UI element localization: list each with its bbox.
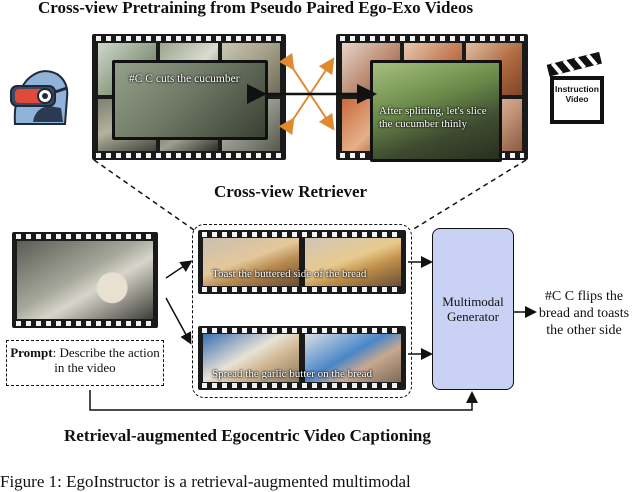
figure-caption: Figure 1: EgoInstructor is a retrieval-a… — [0, 472, 411, 491]
arrow-to-retrieved-2 — [165, 297, 192, 345]
ego-caption: #C C cuts the cucumber — [129, 73, 240, 85]
arrow-to-retrieved-1 — [165, 260, 193, 279]
vr-headset-icon — [5, 58, 77, 130]
prompt-box: Prompt: Describe the action in the video — [6, 340, 164, 386]
generator-label: Multimodal Generator — [442, 294, 504, 324]
prompt-text: : Describe the action in the video — [52, 345, 160, 375]
prompt-label: Prompt — [10, 345, 53, 360]
output-caption: #C C flips the bread and toasts the othe… — [538, 289, 630, 338]
captioning-title: Retrieval-augmented Egocentric Video Cap… — [64, 426, 431, 445]
instruction-video-label: Instruction Video — [555, 84, 599, 104]
retrieved-caption-1: Toast the buttered side of the bread — [212, 268, 367, 280]
prompt-feed-line — [89, 390, 478, 411]
retrieved-videos-box — [192, 224, 412, 398]
dash-right — [411, 159, 527, 231]
exo-caption: After splitting, let's slice the cucumbe… — [379, 105, 487, 130]
query-video-film — [12, 232, 158, 328]
dash-left — [93, 159, 195, 231]
retriever-title: Cross-view Retriever — [214, 182, 368, 201]
retrieved-caption-2: Spread the garlic butter on the bread — [212, 368, 373, 380]
retrieved-clip-2: Spread the garlic butter on the bread — [198, 326, 406, 390]
pretraining-title: Cross-view Pretraining from Pseudo Paire… — [38, 0, 474, 17]
ego-video-film: #C C cuts the cucumber — [92, 34, 286, 160]
multimodal-generator-box: Multimodal Generator — [432, 228, 514, 390]
clapperboard-icon: Instruction Video — [546, 48, 608, 128]
retrieved-clip-1: Toast the buttered side of the bread — [198, 230, 406, 294]
